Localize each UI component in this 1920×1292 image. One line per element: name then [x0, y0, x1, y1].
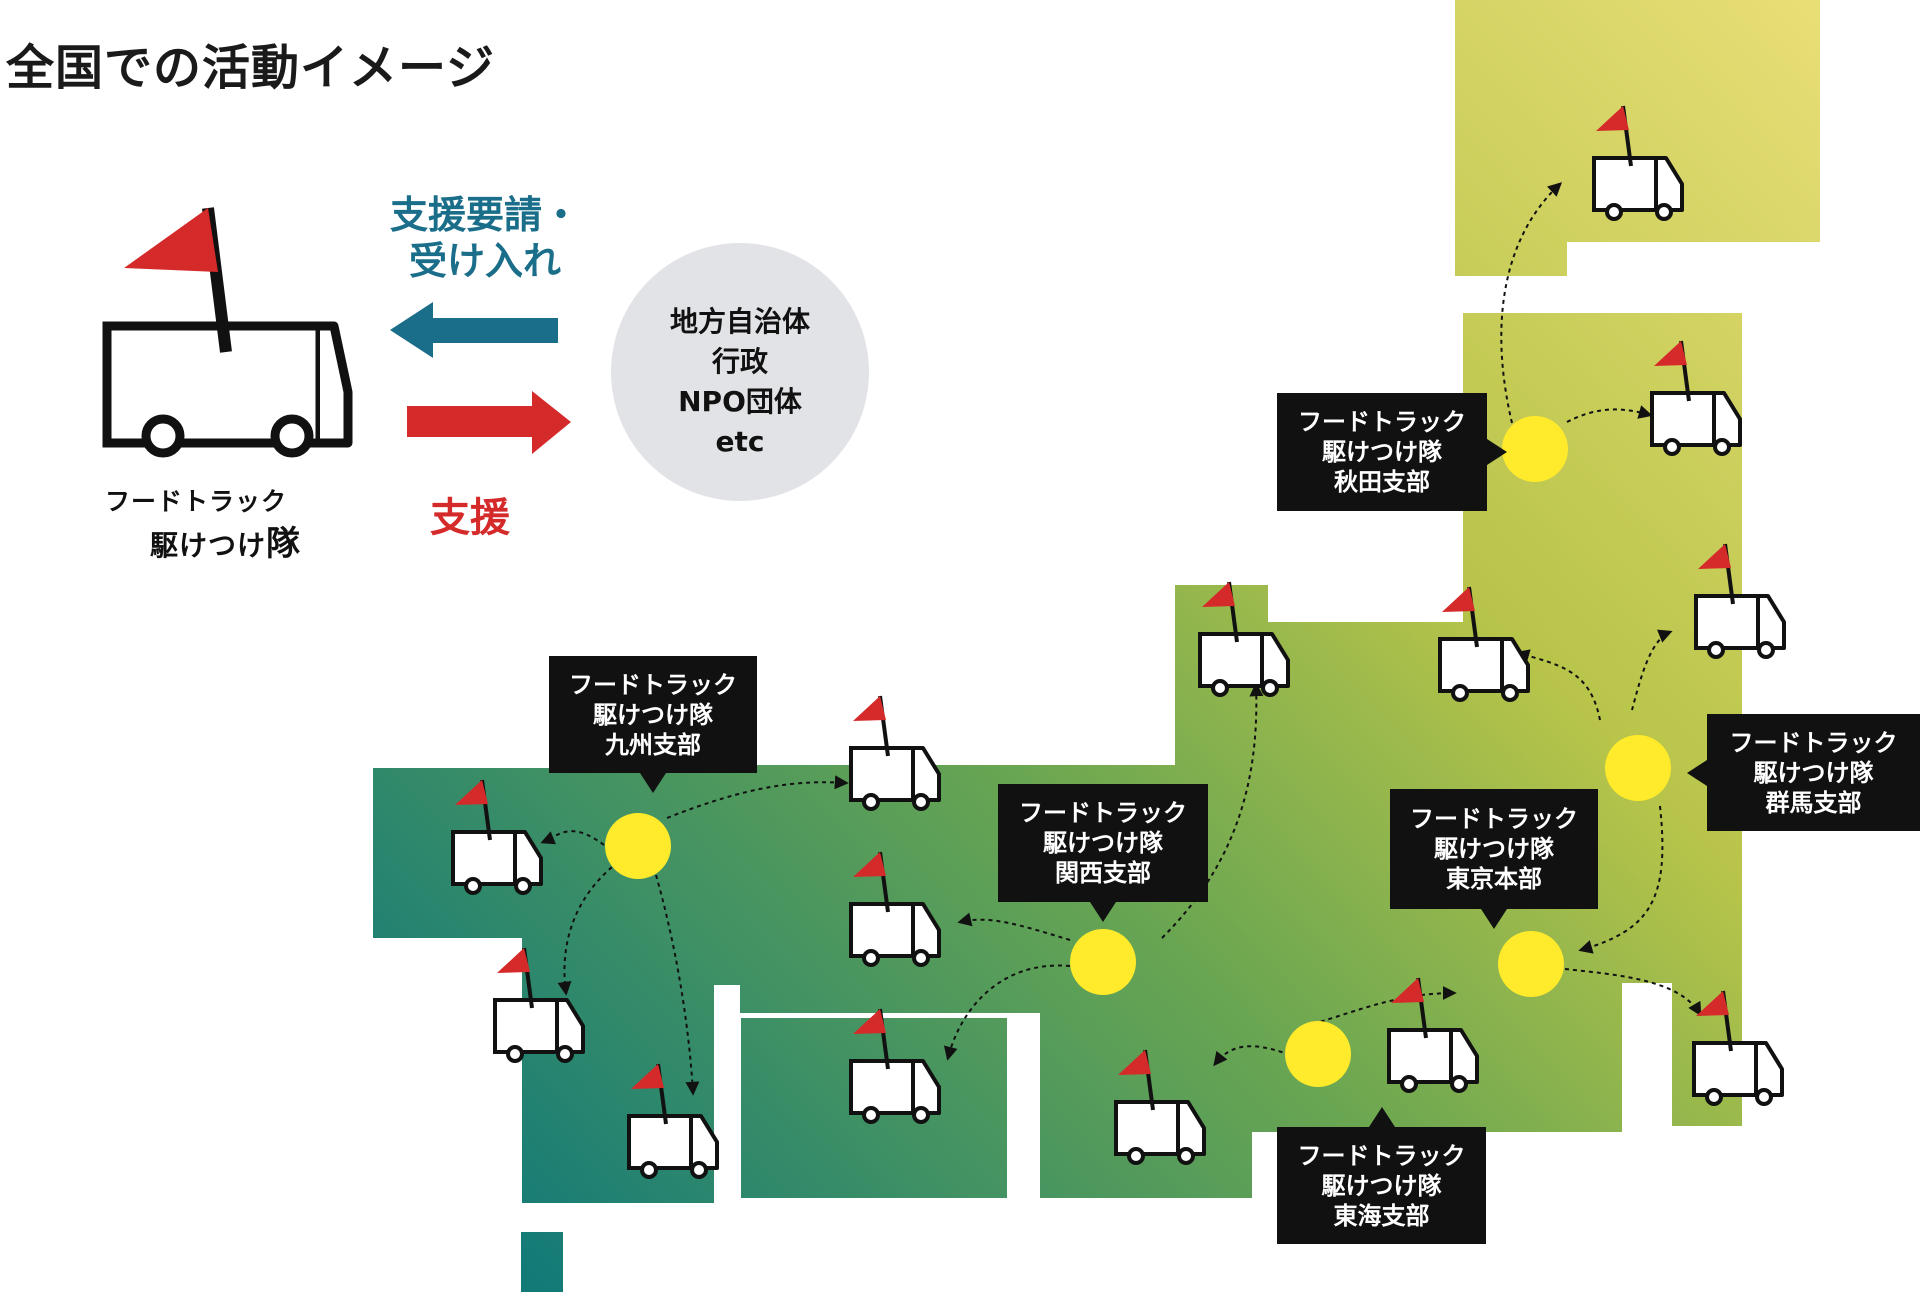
branch-label-kansai: フードトラック 駆けつけ隊 関西支部 [998, 784, 1208, 922]
branch-line1: フードトラック [1298, 408, 1466, 436]
map-region-tohoku [714, 313, 1742, 1198]
branch-line3: 東海支部 [1333, 1201, 1430, 1230]
request-arrow [390, 302, 558, 358]
map-region-hokkaido [1455, 0, 1820, 276]
branch-line3: 東京本部 [1446, 865, 1542, 893]
branch-line1: フードトラック [1297, 1141, 1466, 1170]
partner-line: NPO団体 [678, 385, 802, 418]
branch-line2: 駆けつけ隊 [1322, 438, 1442, 466]
logo-text-line2: 駆けつけ隊 [150, 516, 301, 565]
branch-line2: 駆けつけ隊 [1753, 758, 1874, 787]
logo-text-line1: フードトラック [105, 487, 288, 516]
branch-line3: 九州支部 [605, 730, 701, 759]
hub-kyushu [605, 813, 671, 879]
hub-akita [1502, 416, 1568, 482]
logo-mark-tai: 隊 [266, 524, 302, 564]
support-label: 支援 [430, 495, 510, 541]
branch-line1: フードトラック [1019, 799, 1187, 827]
branch-line2: 駆けつけ隊 [1321, 1171, 1442, 1200]
hub-tokai [1285, 1021, 1351, 1087]
hub-tokyo [1498, 931, 1564, 997]
branch-line1: フードトラック [1729, 728, 1898, 757]
logo-truck-icon [102, 207, 353, 458]
branch-line2: 駆けつけ隊 [1043, 829, 1163, 857]
branch-label-tokyo: フードトラック 駆けつけ隊 東京本部 [1390, 789, 1598, 929]
request-label-line2: 受け入れ [408, 239, 561, 283]
branch-line3: 関西支部 [1055, 859, 1151, 887]
branch-line2: 駆けつけ隊 [593, 700, 713, 729]
branch-label-kyushu: フードトラック 駆けつけ隊 九州支部 [549, 656, 757, 793]
partner-circle [611, 243, 869, 501]
support-arrow [407, 391, 571, 454]
partner-line: etc [715, 425, 765, 458]
branch-line1: フードトラック [1410, 805, 1578, 833]
branch-line1: フードトラック [569, 670, 737, 699]
logo-text-kaketsuke: 駆けつけ [150, 529, 267, 562]
map-region-okinawa [521, 1232, 563, 1292]
branch-hubs [605, 416, 1671, 1087]
branch-label-akita: フードトラック 駆けつけ隊 秋田支部 [1277, 393, 1507, 511]
branch-label-tokai: フードトラック 駆けつけ隊 東海支部 [1277, 1107, 1486, 1244]
hub-gunma [1605, 735, 1671, 801]
partner-line: 地方自治体 [669, 305, 810, 338]
branch-line2: 駆けつけ隊 [1434, 835, 1554, 863]
branch-line3: 群馬支部 [1765, 788, 1862, 817]
page-title: 全国での活動イメージ [6, 40, 496, 96]
truck-icon-chugoku-north [849, 694, 941, 811]
hub-kansai [1070, 929, 1136, 995]
partner-line: 行政 [711, 345, 768, 378]
partner-list: 地方自治体 行政 NPO団体 etc [610, 302, 870, 462]
branch-label-gunma: フードトラック 駆けつけ隊 群馬支部 [1687, 714, 1920, 831]
branch-line3: 秋田支部 [1334, 468, 1430, 496]
request-label-line1: 支援要請・ [389, 193, 580, 237]
dispatch-arrows [540, 182, 1702, 1096]
request-label: 支援要請・ 受け入れ [370, 192, 600, 284]
